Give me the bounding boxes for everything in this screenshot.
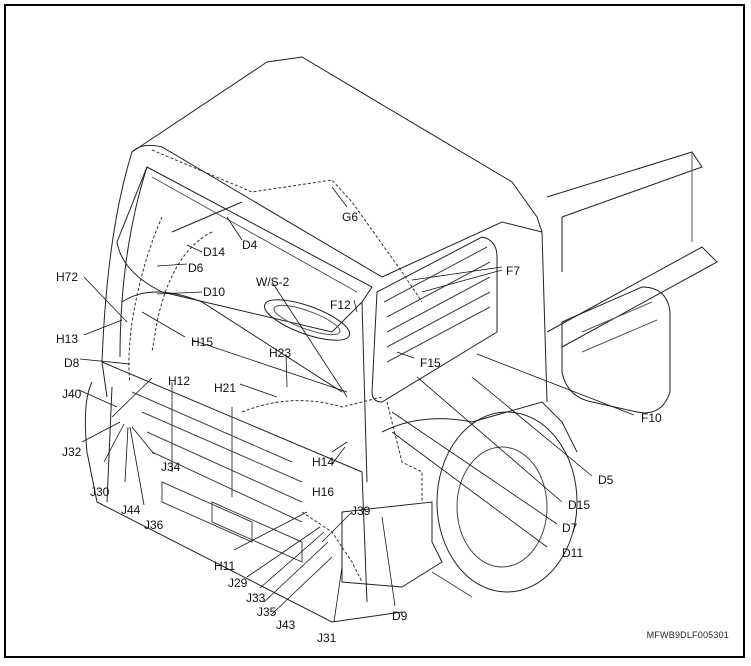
cab-right-pillar (361, 301, 368, 483)
chassis-rail-upper (546, 151, 703, 218)
cab-rear-corner (541, 231, 548, 403)
callout-H12: H12 (168, 374, 191, 388)
callout-J40: J40 (62, 387, 82, 401)
callout-D9: D9 (392, 609, 408, 623)
callout-H23: H23 (269, 346, 292, 360)
callout-H13: H13 (56, 332, 79, 346)
cab-roof (131, 56, 543, 233)
callout-J29: J29 (228, 576, 248, 590)
figure-code: MFWB9DLF005301 (646, 630, 729, 640)
callout-J34: J34 (161, 460, 181, 474)
diagram-frame: G6 D4 D14 D6 D10 H72 H13 H15 D8 H12 J40 … (4, 4, 745, 658)
callout-D4: D4 (242, 238, 258, 252)
chassis-rail-lower (546, 246, 718, 348)
cab-roof-side (381, 221, 543, 278)
dashboard (121, 291, 343, 393)
callout-J33: J33 (246, 591, 266, 605)
callout-H11: H11 (214, 559, 236, 573)
steering-wheel (263, 299, 351, 341)
callout-F15: F15 (420, 356, 441, 370)
callout-J30: J30 (90, 485, 110, 499)
fuel-tank (561, 286, 671, 414)
callout-H14: H14 (312, 455, 335, 469)
callout-J44: J44 (121, 503, 141, 517)
front-face (101, 361, 368, 603)
wheel-arch (381, 401, 578, 453)
windshield-inner (151, 176, 358, 293)
callout-H21: H21 (214, 381, 237, 395)
leader-lines (78, 186, 635, 623)
windshield (116, 166, 373, 333)
callout-J36: J36 (144, 518, 164, 532)
harness-right (386, 401, 423, 502)
callout-F10: F10 (641, 411, 662, 425)
callout-D14: D14 (203, 245, 226, 259)
callout-J39: J39 (351, 504, 371, 518)
callout-H15: H15 (191, 335, 214, 349)
callout-D11: D11 (562, 546, 584, 560)
callout-WS2: W/S-2 (256, 275, 290, 289)
harness-left-b (151, 231, 213, 353)
callout-J43: J43 (276, 618, 296, 632)
harness-dash (241, 396, 383, 413)
truck-line-drawing (78, 56, 718, 623)
harness-roof (151, 149, 423, 303)
callout-F7: F7 (506, 264, 521, 278)
callout-D7: D7 (562, 521, 578, 535)
left-a-pillar (101, 151, 133, 398)
callout-D10: D10 (203, 285, 226, 299)
callout-D5: D5 (598, 473, 614, 487)
callout-J35: J35 (257, 605, 277, 619)
callout-J31: J31 (317, 631, 337, 645)
tire (436, 411, 578, 593)
callout-D15: D15 (568, 498, 591, 512)
step-panel (341, 501, 443, 588)
callout-H16: H16 (312, 485, 335, 499)
cab-roof-front-edge (131, 144, 383, 278)
bumper (84, 381, 403, 623)
windshield-wiper-line (171, 201, 243, 233)
callout-D6: D6 (188, 261, 204, 275)
harness-bumper (301, 511, 363, 583)
callout-H72: H72 (56, 270, 79, 284)
harness-left (128, 216, 163, 383)
door-frame (371, 236, 498, 403)
callout-D8: D8 (64, 356, 80, 370)
callout-J32: J32 (62, 445, 82, 459)
callout-G6: G6 (342, 210, 359, 224)
callout-F12: F12 (330, 298, 351, 312)
left-a-pillar-inner (119, 166, 148, 358)
